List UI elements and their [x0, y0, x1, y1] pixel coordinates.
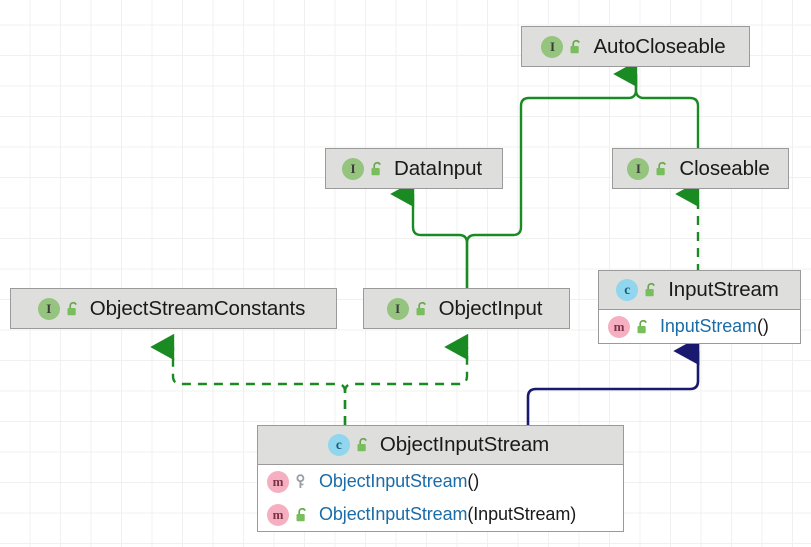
node-objectstreamconstants-header: I ObjectStreamConstants [11, 289, 336, 328]
node-autocloseable[interactable]: I AutoCloseable [521, 26, 750, 67]
method-icon: m [267, 470, 289, 493]
edge-closeable-to-autocloseable [613, 60, 700, 150]
unlocked-padlock-icon [644, 282, 659, 298]
node-datainput[interactable]: I DataInput [325, 148, 503, 189]
member-row[interactable]: m InputStream() [599, 310, 800, 343]
node-objectinput-header: I ObjectInput [364, 289, 569, 328]
unlocked-padlock-icon [370, 161, 385, 177]
node-inputstream[interactable]: c InputStream m InputStream() [598, 270, 801, 344]
member-label: ObjectInputStream() [319, 471, 479, 492]
class-icon: c [616, 279, 639, 301]
node-objectinputstream-header: c ObjectInputStream [258, 426, 623, 465]
unlocked-padlock-icon [655, 161, 670, 177]
member-row[interactable]: m ObjectInputStream(InputStream) [258, 498, 623, 531]
interface-icon: I [37, 297, 60, 320]
unlocked-padlock-icon [569, 39, 584, 55]
node-inputstream-header: c InputStream [599, 271, 800, 310]
member-label: ObjectInputStream(InputStream) [319, 504, 576, 525]
unlocked-padlock-icon [415, 301, 430, 317]
member-signature: () [467, 471, 480, 491]
node-autocloseable-title: AutoCloseable [593, 34, 726, 58]
interface-icon: I [342, 157, 364, 180]
node-closeable[interactable]: I Closeable [612, 148, 789, 189]
member-name: ObjectInputStream [319, 504, 468, 524]
method-icon: m [608, 315, 630, 338]
node-objectinput-title: ObjectInput [438, 296, 543, 320]
member-label: InputStream() [660, 316, 769, 337]
method-icon: m [267, 503, 289, 526]
node-closeable-header: I Closeable [613, 149, 788, 188]
node-autocloseable-header: I AutoCloseable [522, 27, 749, 66]
edge-objectinputstream-to-inputstream [526, 336, 700, 425]
member-name: InputStream [660, 316, 757, 336]
node-inputstream-title: InputStream [668, 278, 779, 301]
node-objectinput[interactable]: I ObjectInput [363, 288, 570, 329]
node-datainput-title: DataInput [394, 156, 482, 180]
node-objectinputstream[interactable]: c ObjectInputStream m ObjectInputStream(… [257, 425, 624, 532]
interface-icon: I [627, 157, 650, 180]
node-objectstreamconstants-title: ObjectStreamConstants [89, 296, 306, 320]
member-row[interactable]: m ObjectInputStream() [258, 465, 623, 498]
node-closeable-title: Closeable [679, 156, 770, 180]
unlocked-padlock-icon [636, 319, 651, 335]
member-name: ObjectInputStream [319, 471, 468, 491]
key-icon [295, 473, 310, 490]
edge-objectinputstream-to-objectinput [343, 333, 469, 425]
unlocked-padlock-icon [356, 437, 371, 453]
unlocked-padlock-icon [295, 507, 310, 523]
edge-objectinputstream-to-objectstreamconstants [150, 333, 347, 425]
class-icon: c [327, 434, 350, 456]
member-signature: (InputStream) [467, 504, 577, 524]
node-objectinputstream-title: ObjectInputStream [379, 433, 550, 456]
node-datainput-header: I DataInput [326, 149, 502, 188]
edge-objectinput-to-datainput [390, 180, 469, 290]
interface-icon: I [386, 297, 409, 320]
node-objectstreamconstants[interactable]: I ObjectStreamConstants [10, 288, 337, 329]
member-signature: () [756, 316, 769, 336]
unlocked-padlock-icon [66, 301, 81, 317]
interface-icon: I [541, 35, 564, 58]
